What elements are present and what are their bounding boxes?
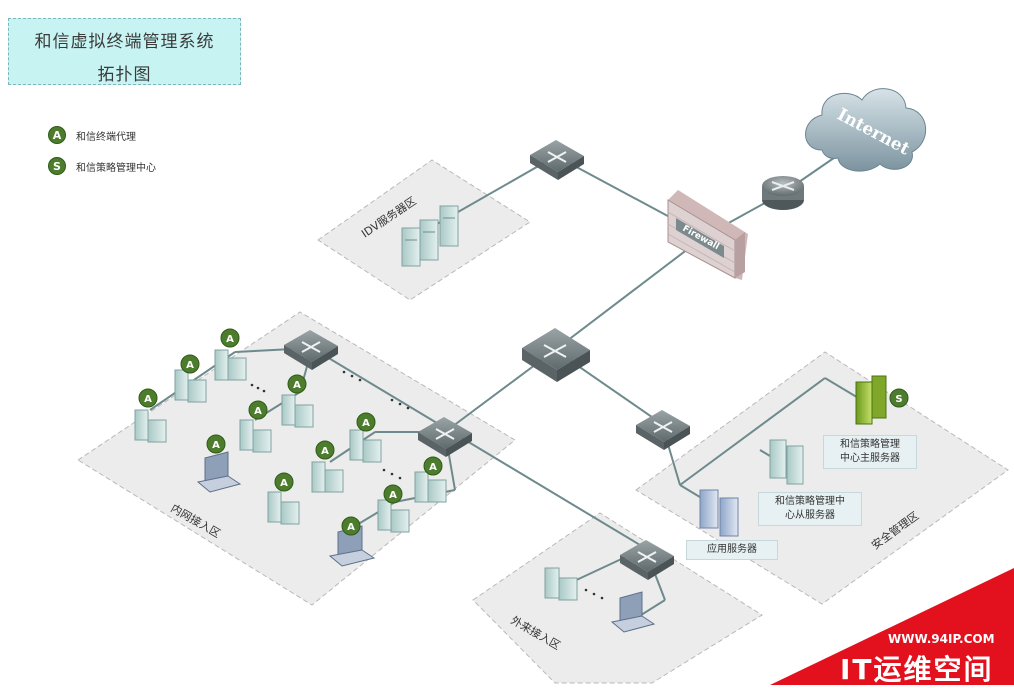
agent-badge-symbol: A <box>347 522 355 533</box>
policy-legend-icon: S <box>48 157 66 175</box>
switch-external-icon <box>620 540 674 580</box>
agent-badges: A A A A A A A A A A A A <box>138 328 443 536</box>
external-workstation-icon <box>544 567 578 601</box>
title-line-1: 和信虚拟终端管理系统 <box>34 32 215 52</box>
watermark-triangle <box>770 568 1014 685</box>
agent-badge-symbol: A <box>429 462 437 473</box>
agent-legend-icon: A <box>48 126 66 144</box>
legend-policy-label: 和信策略管理中心 <box>76 162 156 174</box>
firewall-icon: Firewall <box>667 190 748 280</box>
legend-agent: A 和信终端代理 <box>48 126 136 144</box>
agent-badge-symbol: A <box>186 360 194 371</box>
zone-external <box>472 512 763 684</box>
agent-badge-symbol: A <box>362 418 370 429</box>
agent-badge-symbol: A <box>226 334 234 345</box>
legend-policy: S 和信策略管理中心 <box>48 157 156 175</box>
external-laptop-icon <box>610 591 656 633</box>
idv-server-icon <box>401 205 459 267</box>
title-line-2: 拓扑图 <box>97 65 152 85</box>
agent-badge-symbol: A <box>280 478 288 489</box>
agent-badge-symbol: A <box>293 380 301 391</box>
policy-secondary-server-icon <box>769 439 804 485</box>
switch-core-icon <box>522 328 590 382</box>
app-server-label: 应用服务器 <box>686 540 778 560</box>
zone-security <box>635 351 1009 605</box>
ellipsis-dots <box>250 370 604 600</box>
intranet-workstations <box>134 349 447 533</box>
agent-badge-symbol: A <box>212 440 220 451</box>
router-icon <box>762 176 804 210</box>
switch-intranet-a-icon <box>284 330 338 370</box>
primary-server-label: 和信策略管理 中心主服务器 <box>823 435 917 469</box>
agent-badge-symbol: A <box>254 406 262 417</box>
agent-badge-symbol: A <box>321 446 329 457</box>
internet-cloud: Internet <box>805 88 927 172</box>
switch-security-icon <box>636 410 690 450</box>
legend-agent-label: 和信终端代理 <box>76 131 136 143</box>
switch-top-icon <box>530 140 584 180</box>
agent-badge-symbol: A <box>144 394 152 405</box>
watermark-name: IT运维空间 <box>840 653 994 686</box>
policy-primary-server-icon: S <box>855 375 909 425</box>
policy-badge-symbol: S <box>895 394 902 405</box>
switch-intranet-b-icon <box>418 417 472 457</box>
diagram-title: 和信虚拟终端管理系统 拓扑图 <box>8 18 241 85</box>
app-server-icon <box>699 489 739 537</box>
agent-badge-symbol: A <box>389 490 397 501</box>
secondary-server-label: 和信策略管理中 心从服务器 <box>758 492 862 526</box>
watermark-url: WWW.94IP.COM <box>888 632 995 646</box>
